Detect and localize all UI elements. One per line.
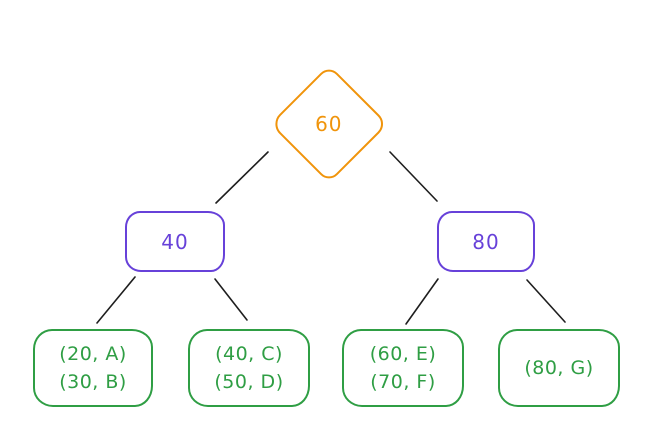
leaf-node-3: (60, E) (70, F): [342, 329, 464, 407]
leaf-node-2: (40, C) (50, D): [188, 329, 310, 407]
internal-node-left-label: 40: [161, 229, 189, 254]
leaf-node-1-line-2: (30, B): [59, 371, 127, 393]
internal-node-left: 40: [125, 211, 225, 272]
leaf-node-4: (80, G): [498, 329, 620, 407]
root-node: 60: [269, 64, 389, 184]
edge-root-to-left-internal: [215, 151, 269, 204]
root-node-label: 60: [315, 111, 343, 136]
leaf-node-3-line-2: (70, F): [370, 371, 436, 393]
leaf-node-4-line-1: (80, G): [524, 357, 594, 379]
edge-left-internal-to-leaf-2: [214, 278, 248, 321]
edge-root-to-right-internal: [389, 151, 438, 202]
leaf-node-2-line-1: (40, C): [215, 343, 283, 365]
internal-node-right: 80: [437, 211, 535, 272]
edge-left-internal-to-leaf-1: [96, 276, 136, 324]
edge-right-internal-to-leaf-3: [405, 278, 439, 325]
leaf-node-1-line-1: (20, A): [59, 343, 127, 365]
leaf-node-1: (20, A) (30, B): [33, 329, 153, 407]
internal-node-right-label: 80: [472, 229, 500, 254]
leaf-node-3-line-1: (60, E): [369, 343, 437, 365]
edge-right-internal-to-leaf-4: [526, 279, 566, 323]
leaf-node-2-line-2: (50, D): [214, 371, 284, 393]
